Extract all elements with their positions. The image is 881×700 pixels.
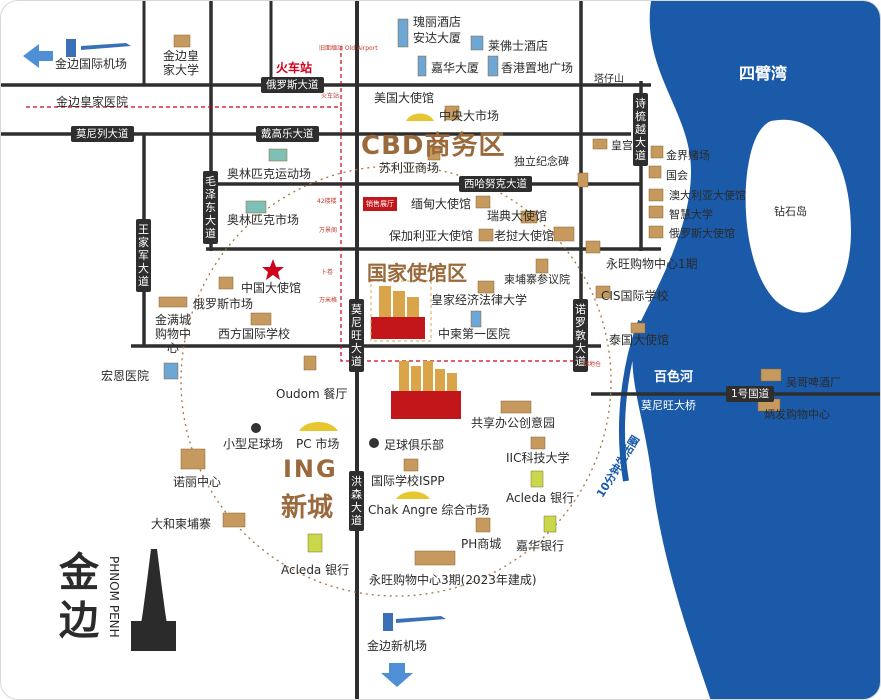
place-royal-univ[interactable]: 金边皇家大学 <box>162 49 199 77</box>
district-embassy: 国家使馆区 <box>367 261 467 285</box>
place-gold-mall[interactable]: 金满城购物中心 <box>154 313 191 355</box>
place-russia-emb[interactable]: 俄罗斯大使馆 <box>669 227 735 240</box>
place-airport-old[interactable]: 金边国际机场 <box>55 57 128 71</box>
place-small-field[interactable]: 小型足球场 <box>223 437 284 451</box>
place-sweden[interactable]: 瑞典大使馆 <box>487 209 548 223</box>
place-ispp[interactable]: 国际学校ISPP <box>371 474 445 488</box>
place-norin[interactable]: 诺丽中心 <box>173 475 222 489</box>
place-east-hosp[interactable]: 中柬第一医院 <box>438 327 511 341</box>
place-western-school[interactable]: 西方国际学校 <box>218 327 291 341</box>
place-new-airport[interactable]: 金边新机场 <box>367 639 428 653</box>
tiny-6: 万米格 <box>319 297 338 304</box>
place-ph[interactable]: PH商城 <box>461 537 502 551</box>
place-dahe[interactable]: 大和柬埔寨 <box>151 517 212 531</box>
road-sisowath: 诗梳越大道 <box>633 93 648 166</box>
tiny-3: 42楼楼 <box>317 198 337 205</box>
place-nagaworld[interactable]: 金界赌场 <box>666 149 710 162</box>
place-myanmar[interactable]: 缅甸大使馆 <box>411 197 472 211</box>
road-sihanouk: 西哈努克大道 <box>459 176 532 192</box>
island-label: 钻石岛 <box>774 205 807 218</box>
road-mao: 毛泽东大道 <box>203 171 218 244</box>
airplane-icon-new <box>383 613 446 631</box>
place-chak[interactable]: Chak Angre 综合市场 <box>368 503 490 517</box>
place-sales[interactable]: 销售展厅 <box>363 197 397 211</box>
arrow-down-icon <box>381 663 413 687</box>
place-football[interactable]: 足球俱乐部 <box>384 438 445 452</box>
district-cbd: CBD商务区 <box>361 131 506 161</box>
temple-logo-icon <box>131 549 176 651</box>
water-main: 四臂湾 <box>739 64 788 83</box>
place-share[interactable]: 共享办公创意园 <box>471 416 556 430</box>
tiny-1: 旧面缅动 Old Airport <box>319 45 378 52</box>
place-smart-univ[interactable]: 智慧大学 <box>669 208 713 221</box>
place-central-market[interactable]: 中央大市场 <box>439 109 500 123</box>
place-hotel1b[interactable]: 安达大厦 <box>413 31 462 45</box>
road-road1: 1号国道 <box>726 386 775 402</box>
place-royal-law[interactable]: 皇家经济法律大学 <box>431 293 528 307</box>
island <box>745 119 851 313</box>
place-acleda1[interactable]: Acleda 银行 <box>281 563 350 577</box>
road-monivong: 莫尼旺大道 <box>349 299 364 372</box>
star-icon <box>262 259 284 280</box>
place-wuge[interactable]: 吴哥啤酒厂 <box>786 376 841 389</box>
district-ing-2: 新城 <box>281 493 334 523</box>
place-oudom[interactable]: Oudom 餐厅 <box>276 387 348 401</box>
place-soriya[interactable]: 苏利亚商场 <box>379 161 440 175</box>
bridge-label: 莫尼旺大桥 <box>641 399 696 412</box>
place-acleda2[interactable]: Acleda 银行 <box>506 491 575 505</box>
place-raffles[interactable]: 莱佛士酒店 <box>488 39 549 53</box>
tiny-5: 卜卷 <box>321 269 334 276</box>
place-parliament[interactable]: 国会 <box>666 169 688 182</box>
road-kampuchea: 戴高乐大道 <box>256 126 319 142</box>
road-hunsen: 洪森大道 <box>349 471 364 531</box>
place-pc-market[interactable]: PC 市场 <box>296 437 340 451</box>
logo-en: PHNOM PENH <box>107 556 121 638</box>
water-side: 百色河 <box>654 370 694 385</box>
road-norodom: 诺罗敦大道 <box>573 299 588 372</box>
place-cis[interactable]: CIS国际学校 <box>601 289 669 303</box>
place-china-embassy[interactable]: 中国大使馆 <box>241 281 302 295</box>
place-iic[interactable]: IIC科技大学 <box>506 451 570 465</box>
place-aeon3[interactable]: 永旺购物中心3期(2023年建成) <box>369 573 537 587</box>
logo-cn-1: 金 <box>59 550 99 596</box>
place-senate[interactable]: 柬埔寨参议院 <box>504 273 570 286</box>
place-hotel1[interactable]: 瑰丽酒店 <box>413 15 462 29</box>
river <box>632 1 880 699</box>
road-russia: 俄罗斯大道 <box>261 77 324 93</box>
place-hongkong[interactable]: 香港置地广场 <box>501 61 574 75</box>
place-hospital-royal[interactable]: 金边皇家医院 <box>56 95 129 109</box>
place-jiahua[interactable]: 嘉华大厦 <box>431 61 480 75</box>
place-olympic-market[interactable]: 奥林匹克市场 <box>227 213 300 227</box>
tiny-4: 万景阁 <box>319 227 338 234</box>
tiny-7: 锦地仓 <box>583 361 602 368</box>
place-thai[interactable]: 泰国大使馆 <box>609 333 670 347</box>
place-olympic-stadium[interactable]: 奥林匹克运动场 <box>227 167 312 181</box>
road-kingmaha: 王家军大道 <box>136 219 151 292</box>
tiny-2: 火车站 <box>321 93 340 100</box>
place-independence[interactable]: 独立纪念碑 <box>514 155 569 168</box>
place-laos[interactable]: 老挝大使馆 <box>494 229 555 243</box>
place-bulgaria[interactable]: 保加利亚大使馆 <box>389 229 474 243</box>
place-palace[interactable]: 皇宫 <box>611 139 633 152</box>
district-ing-1: ING <box>283 455 338 483</box>
logo-cn-2: 边 <box>59 598 99 644</box>
road-monireth: 莫尼列大道 <box>71 126 134 142</box>
place-tasaishan[interactable]: 塔仔山 <box>594 74 624 85</box>
place-russian-market[interactable]: 俄罗斯市场 <box>193 297 254 311</box>
airplane-icon <box>66 39 131 57</box>
place-australia[interactable]: 澳大利亚大使馆 <box>669 189 746 202</box>
place-hongen[interactable]: 宏恩医院 <box>101 369 150 383</box>
place-jiahua-bank[interactable]: 嘉华银行 <box>516 539 565 553</box>
arrow-left-icon <box>23 44 53 68</box>
place-station[interactable]: 火车站 <box>276 61 313 75</box>
place-bingfa[interactable]: 炳发购物中心 <box>764 408 830 421</box>
place-us-embassy[interactable]: 美国大使馆 <box>374 91 435 105</box>
place-aeon1[interactable]: 永旺购物中心1期 <box>606 257 698 271</box>
